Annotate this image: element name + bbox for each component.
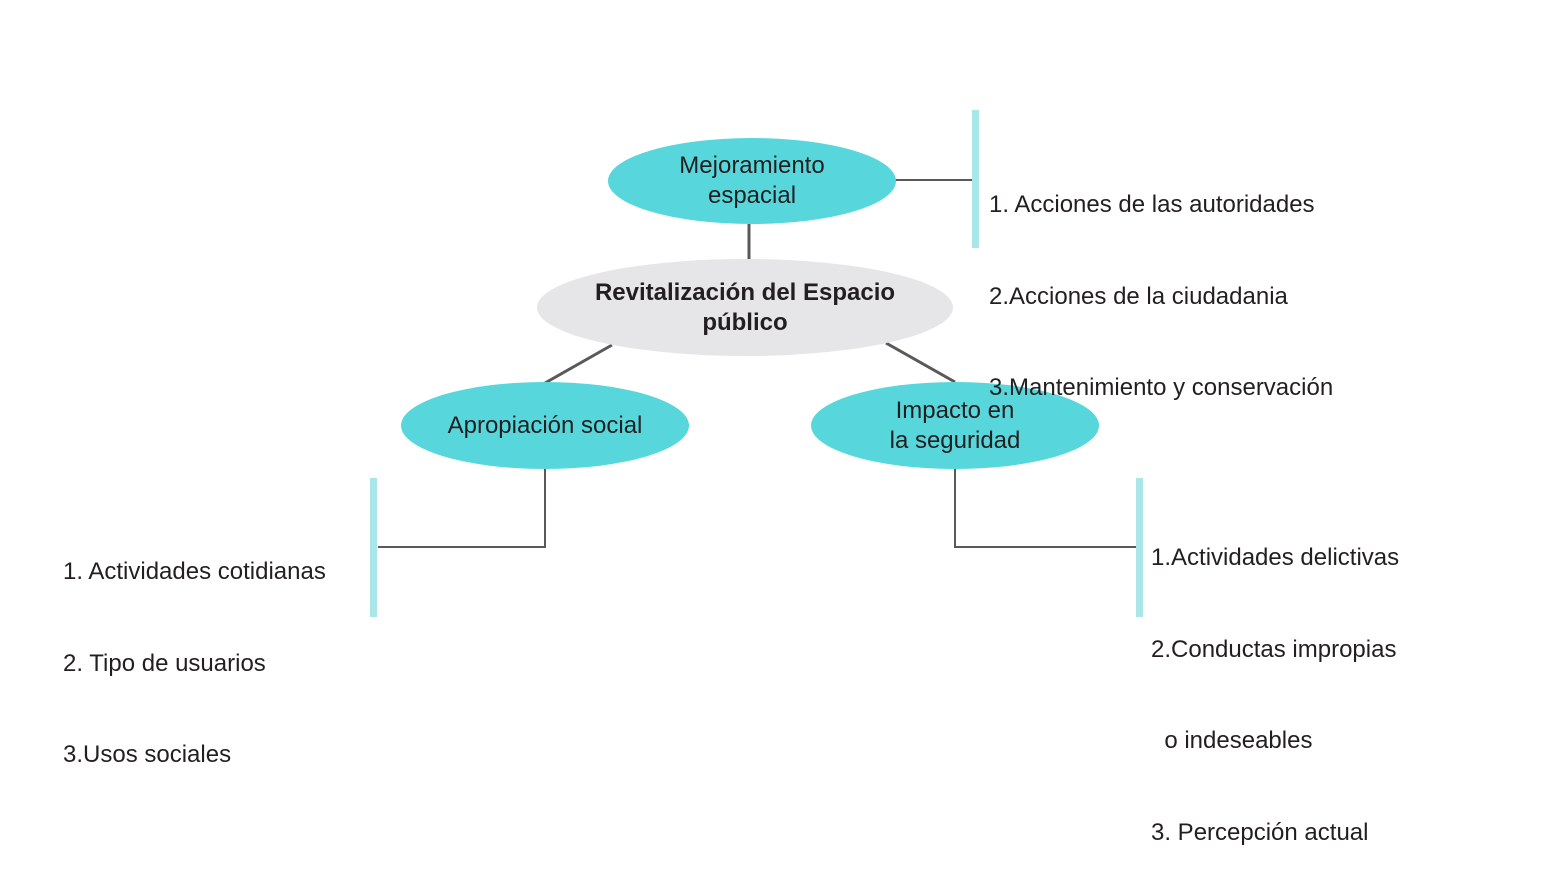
impacto-node-label: Impacto en la seguridad <box>889 396 1021 454</box>
apropiacion-node: Apropiación social <box>401 382 689 469</box>
list-item: 1.Actividades delictivas <box>1151 544 1400 571</box>
impacto-node: Impacto en la seguridad <box>811 382 1099 469</box>
mejoramiento-bracket <box>972 110 979 248</box>
list-item: 1. Actividades cotidianas <box>63 558 326 585</box>
list-item: 3.Usos sociales <box>63 741 232 768</box>
apropiacion-list: 1. Actividades cotidianas 2. Tipo de usu… <box>63 496 326 801</box>
list-item: o indeseables <box>1151 727 1313 754</box>
center-node-label: Revitalización del Espacio público <box>594 278 896 336</box>
list-item: 2.Conductas impropias <box>1151 635 1397 663</box>
apropiacion-bracket <box>370 478 377 617</box>
list-item: 3. Percepción actual <box>1151 818 1369 846</box>
list-item: 1. Acciones de las autoridades <box>989 191 1315 218</box>
center-node: Revitalización del Espacio público <box>537 259 953 356</box>
impacto-list: 1.Actividades delictivas 2.Conductas imp… <box>1151 482 1399 879</box>
list-item: 3.Mantenimiento y conservación <box>989 374 1334 401</box>
apropiacion-node-label: Apropiación social <box>447 411 643 439</box>
mejoramiento-node: Mejoramiento espacial <box>608 138 896 224</box>
connector-apropiacion-to-list <box>378 469 546 548</box>
connector-lines <box>378 179 1136 548</box>
list-item: 2. Tipo de usuarios <box>63 649 266 677</box>
mejoramiento-node-label: Mejoramiento espacial <box>679 152 825 209</box>
list-item: 2.Acciones de la ciudadania <box>989 282 1288 310</box>
connector-center-to-apropiacion <box>544 343 613 385</box>
connector-center-to-impacto <box>885 341 956 384</box>
impacto-bracket <box>1136 478 1143 617</box>
connector-impacto-to-list <box>954 469 1136 548</box>
mejoramiento-list: 1. Acciones de las autoridades 2.Accione… <box>989 129 1333 434</box>
